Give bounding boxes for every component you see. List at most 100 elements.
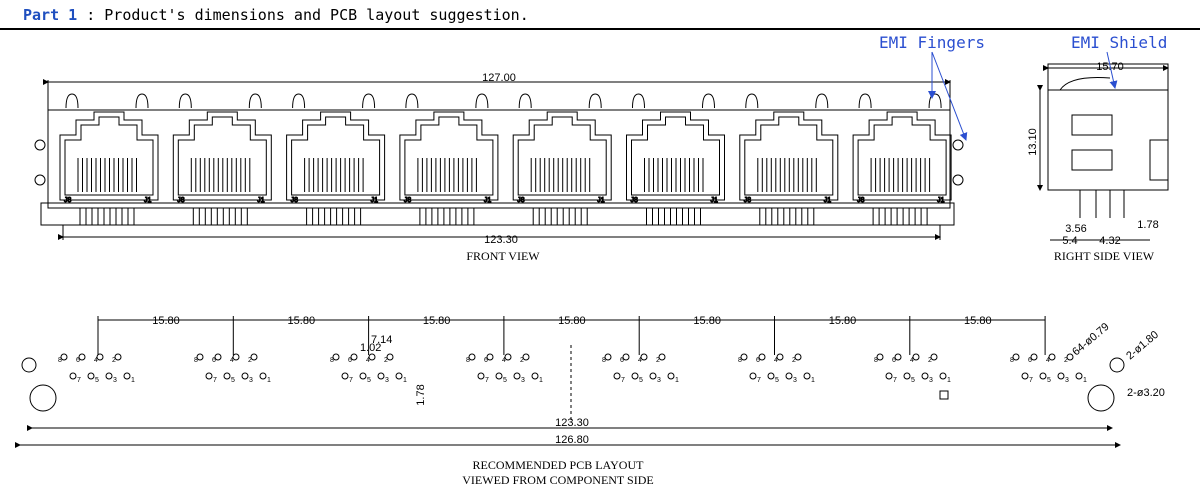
header-rule (0, 28, 1200, 30)
pin-number: 5 (775, 377, 779, 384)
jack-inner (64, 116, 154, 196)
pin-label-j8: J8 (64, 197, 72, 204)
pitch-dim: 15.80 (693, 315, 721, 327)
pin-number: 3 (113, 377, 117, 384)
pin-hole (930, 353, 938, 361)
jack-inner (291, 116, 381, 196)
pin-number: 7 (893, 377, 897, 384)
jack-slot (1071, 149, 1113, 171)
jack-outline (626, 111, 725, 201)
emi-finger (702, 93, 715, 109)
side-post (34, 174, 46, 186)
detail-dim-1-02: 1.02 (360, 342, 381, 354)
pin-hole (631, 372, 639, 380)
pin-hole (785, 372, 793, 380)
pin-number: 2 (520, 357, 524, 364)
pin-number: 7 (213, 377, 217, 384)
jack-outline (852, 111, 952, 201)
pitch-dim: 15.80 (558, 315, 586, 327)
pin-number: 2 (248, 357, 252, 364)
jack-slot (1071, 114, 1113, 136)
pin-label-j8: J8 (177, 197, 185, 204)
dim-5-4: 5.4 (1062, 235, 1077, 247)
pin-hole (504, 353, 512, 361)
dim-13-10: 13.10 (1027, 128, 1039, 156)
pin-hole (495, 372, 503, 380)
led-hole (1109, 357, 1125, 373)
pin-number: 4 (366, 357, 370, 364)
pin-hole (758, 353, 766, 361)
pin-label-j8: J8 (291, 197, 299, 204)
pin-number: 3 (385, 377, 389, 384)
pin-label-j8: J8 (517, 197, 525, 204)
pin-number: 4 (910, 357, 914, 364)
pin-hole (105, 372, 113, 380)
finger-arrow (931, 51, 968, 141)
side-top (1047, 63, 1169, 91)
pin-number: 1 (539, 377, 543, 384)
pin-hole (250, 353, 258, 361)
emi-finger (858, 93, 872, 109)
pin-hole (87, 372, 95, 380)
pin-number: 3 (1065, 377, 1069, 384)
pin-hole (1039, 372, 1047, 380)
pin-number: 1 (403, 377, 407, 384)
side-post (952, 139, 964, 151)
pin-hole (876, 353, 884, 361)
jack-outline (399, 111, 499, 201)
hole-note-pins: 64-ø0.79 (1070, 321, 1111, 358)
pin-hole (1021, 372, 1029, 380)
pin-label-j1: J1 (937, 197, 945, 204)
pin-number: 5 (503, 377, 507, 384)
pcb-layout (15, 316, 1125, 448)
pin-number: 3 (657, 377, 661, 384)
emi-shield-callout: EMI Shield (1071, 33, 1167, 52)
pin-number: 8 (738, 357, 742, 364)
pin-hole (123, 372, 131, 380)
pin-number: 2 (1064, 357, 1068, 364)
pin-hole (513, 372, 521, 380)
jack-outline (512, 111, 612, 201)
pin-hole (894, 353, 902, 361)
pin-hole (794, 353, 802, 361)
pin-label-j1: J1 (484, 197, 492, 204)
pin-number: 2 (384, 357, 388, 364)
pin-hole (903, 372, 911, 380)
emi-finger (405, 93, 419, 109)
pin-number: 8 (874, 357, 878, 364)
pin-hole (885, 372, 893, 380)
pin-number: 8 (330, 357, 334, 364)
jack-inner (857, 116, 947, 196)
side-post (952, 174, 964, 186)
emi-finger (135, 93, 149, 109)
pcb-dim-123-30: 123.30 (555, 417, 589, 429)
pin-hole (196, 353, 204, 361)
emi-finger (292, 93, 306, 109)
pin-hole (604, 353, 612, 361)
pin-number: 1 (267, 377, 271, 384)
pin-number: 4 (774, 357, 778, 364)
pin-number: 5 (639, 377, 643, 384)
pin-number: 4 (230, 357, 234, 364)
mount-post-hole (1087, 384, 1115, 412)
pin-hole (522, 353, 530, 361)
pin-hole (1066, 353, 1074, 361)
pin-number: 8 (194, 357, 198, 364)
pitch-dim: 15.80 (829, 315, 857, 327)
detail-dim-7-14: 7.14 (371, 334, 392, 346)
pin-hole (749, 372, 757, 380)
pin-hole (1012, 353, 1020, 361)
shield-arrow (1106, 51, 1118, 89)
side-view-caption: RIGHT SIDE VIEW (1054, 249, 1155, 263)
header-title: Product's dimensions and PCB layout sugg… (104, 6, 529, 24)
pin-number: 7 (77, 377, 81, 384)
pin-hole (341, 372, 349, 380)
emi-finger (632, 93, 645, 109)
led-hole (21, 357, 37, 373)
pcb-hole-group (876, 353, 947, 380)
pcb-dim-126-80: 126.80 (555, 434, 589, 446)
side-post (34, 139, 46, 151)
